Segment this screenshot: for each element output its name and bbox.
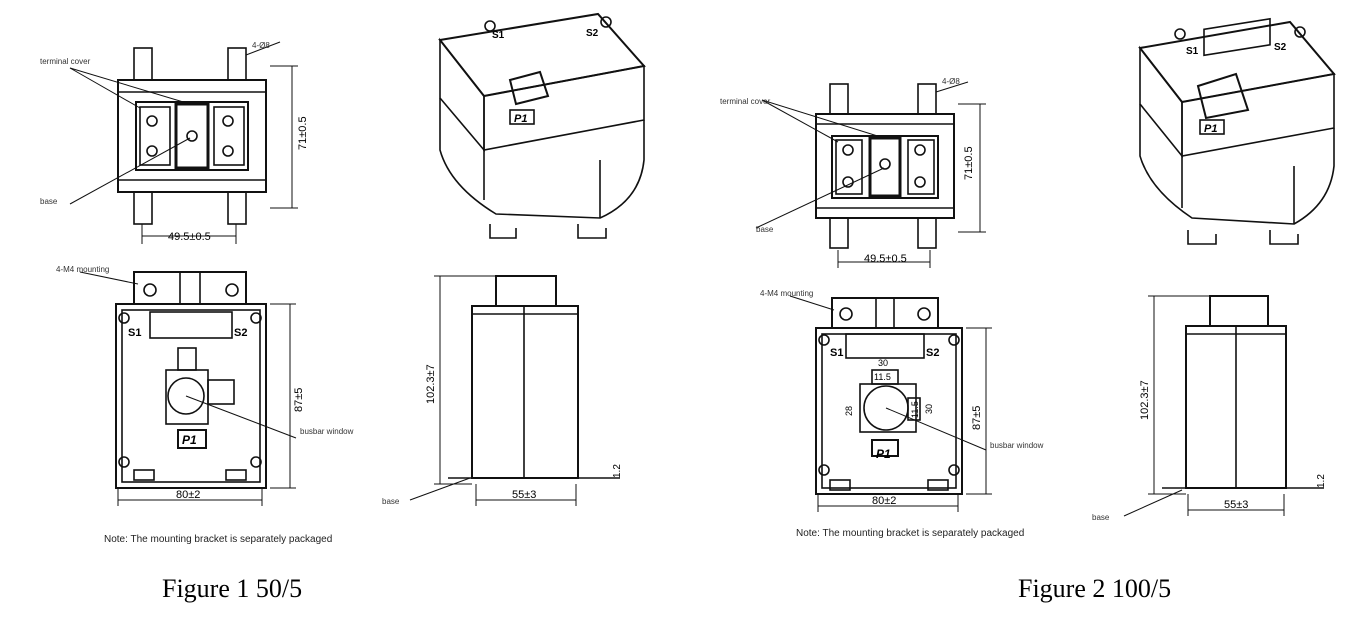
fig1-top-width-dim: 49.5±0.5 (168, 231, 211, 243)
fig2-front-width-dim: 80±2 (872, 495, 896, 507)
fig1-side-foot-label: base (382, 497, 400, 506)
fig1-top-height-dim: 71±0.5 (297, 116, 309, 150)
fig1-top-leader-2: base (40, 197, 58, 206)
fig2-iso-s1: S1 (1186, 46, 1199, 57)
fig1-front-height-dim: 87±5 (293, 388, 305, 412)
fig1-iso-p1: P1 (514, 113, 527, 125)
fig2-window-dim-top: 30 (878, 358, 888, 368)
fig2-bracket-label: 4-M4 mounting (760, 289, 813, 298)
fig1-top-leader-3: 4-Ø8 (252, 41, 270, 50)
fig1-side-view (409, 275, 620, 506)
fig2-window-label: busbar window (990, 441, 1044, 450)
fig1-top-leader-1: terminal cover (40, 57, 91, 66)
figure-1-caption: Figure 1 50/5 (162, 574, 303, 603)
fig2-front-s1: S1 (830, 347, 843, 359)
fig2-side-foot-dim: 1.2 (1316, 474, 1327, 488)
fig2-window-dim-left: 28 (844, 406, 854, 416)
fig1-isometric-view (438, 12, 646, 239)
fig1-side-foot-dim: 1.2 (612, 464, 623, 478)
fig2-window-dim-right: 30 (924, 404, 934, 414)
fig2-side-foot-label: base (1092, 513, 1110, 522)
fig1-front-s1: S1 (128, 327, 141, 339)
figure-2-caption: Figure 2 100/5 (1018, 574, 1172, 603)
fig1-top-view (69, 41, 298, 244)
fig2-top-leader-3: 4-Ø8 (942, 77, 960, 86)
fig2-note: Note: The mounting bracket is separately… (796, 528, 1024, 539)
figure-2: 49.5±0.5 71±0.5 terminal cover base 4-Ø8… (720, 17, 1336, 539)
fig2-top-view (755, 81, 986, 268)
fig2-window-dim-inner-top: 11.5 (874, 372, 891, 382)
fig1-bracket-label: 4-M4 mounting (56, 265, 109, 274)
fig2-side-height-dim: 102.3±7 (1139, 380, 1151, 420)
fig1-front-p1: P1 (182, 433, 197, 447)
fig2-front-height-dim: 87±5 (971, 406, 983, 430)
fig2-side-width-dim: 55±3 (1224, 499, 1248, 511)
fig2-top-height-dim: 71±0.5 (963, 146, 975, 180)
fig2-front-view (789, 295, 992, 512)
fig1-note: Note: The mounting bracket is separately… (104, 534, 332, 545)
fig2-top-leader-1: terminal cover (720, 97, 771, 106)
fig2-iso-s2: S2 (1274, 42, 1287, 53)
fig2-front-s2: S2 (926, 347, 939, 359)
fig1-iso-s1: S1 (492, 30, 505, 41)
fig2-isometric-view (1138, 17, 1336, 245)
fig2-top-leader-2: base (756, 225, 774, 234)
fig2-window-dim-inner-right: 11.5 (910, 401, 920, 418)
fig1-window-label: busbar window (300, 427, 354, 436)
fig1-side-width-dim: 55±3 (512, 489, 536, 501)
fig2-top-width-dim: 49.5±0.5 (864, 253, 907, 265)
fig2-side-view (1123, 295, 1324, 517)
fig1-iso-s2: S2 (586, 28, 599, 39)
figure-1: 49.5±0.5 71±0.5 terminal cover base 4-Ø8… (40, 12, 646, 545)
fig1-front-view (79, 271, 297, 506)
fig1-side-height-dim: 102.3±7 (425, 364, 437, 404)
fig2-iso-p1: P1 (1204, 123, 1217, 135)
fig2-front-p1: P1 (876, 447, 891, 461)
fig1-front-s2: S2 (234, 327, 247, 339)
fig1-front-width-dim: 80±2 (176, 489, 200, 501)
